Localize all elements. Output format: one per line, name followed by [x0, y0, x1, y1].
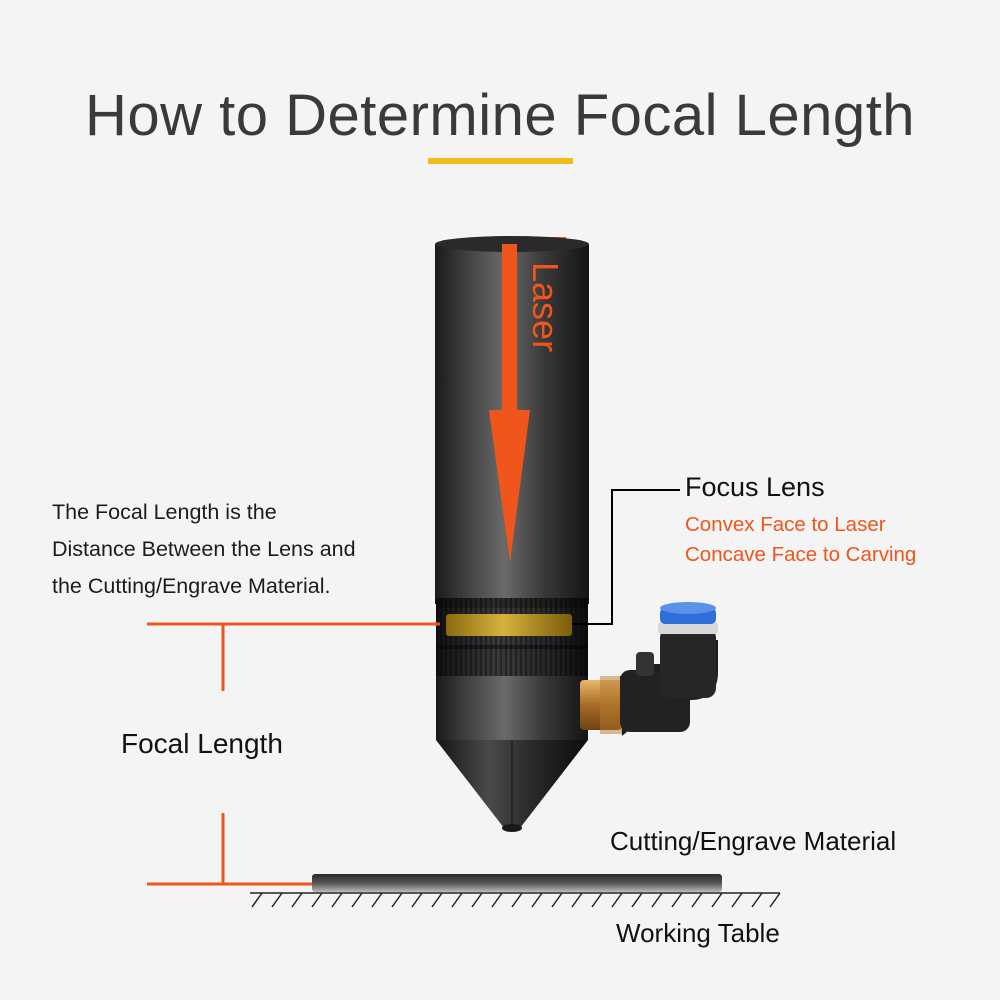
focus-lens-leader [572, 489, 680, 625]
focal-length-dimension [147, 622, 440, 886]
nozzle-cone [436, 740, 588, 832]
explanation-line: the Cutting/Engrave Material. [52, 574, 331, 598]
focus-lens-note: Concave Face to Carving [685, 543, 917, 566]
laser-arrow [489, 244, 530, 562]
focal-length-label: Focal Length [121, 728, 283, 759]
air-fitting [580, 602, 718, 736]
title-underline [428, 158, 573, 164]
explanation-line: Distance Between the Lens and [52, 537, 356, 561]
working-table-label: Working Table [616, 918, 780, 948]
laser-label: Laser [525, 262, 566, 352]
page-title: How to Determine Focal Length [84, 83, 916, 148]
working-table [250, 892, 781, 908]
focus-lens-note: Convex Face to Laser [685, 513, 886, 536]
focus-lens-ring [446, 614, 572, 636]
focal-length-explanation: The Focal Length is the Distance Between… [52, 494, 356, 605]
lens-nut [436, 598, 588, 678]
material-label: Cutting/Engrave Material [610, 826, 897, 856]
material-plate [312, 874, 722, 892]
nozzle-body [436, 676, 588, 740]
explanation-line: The Focal Length is the [52, 500, 277, 524]
focus-lens-title: Focus Lens [685, 472, 825, 502]
